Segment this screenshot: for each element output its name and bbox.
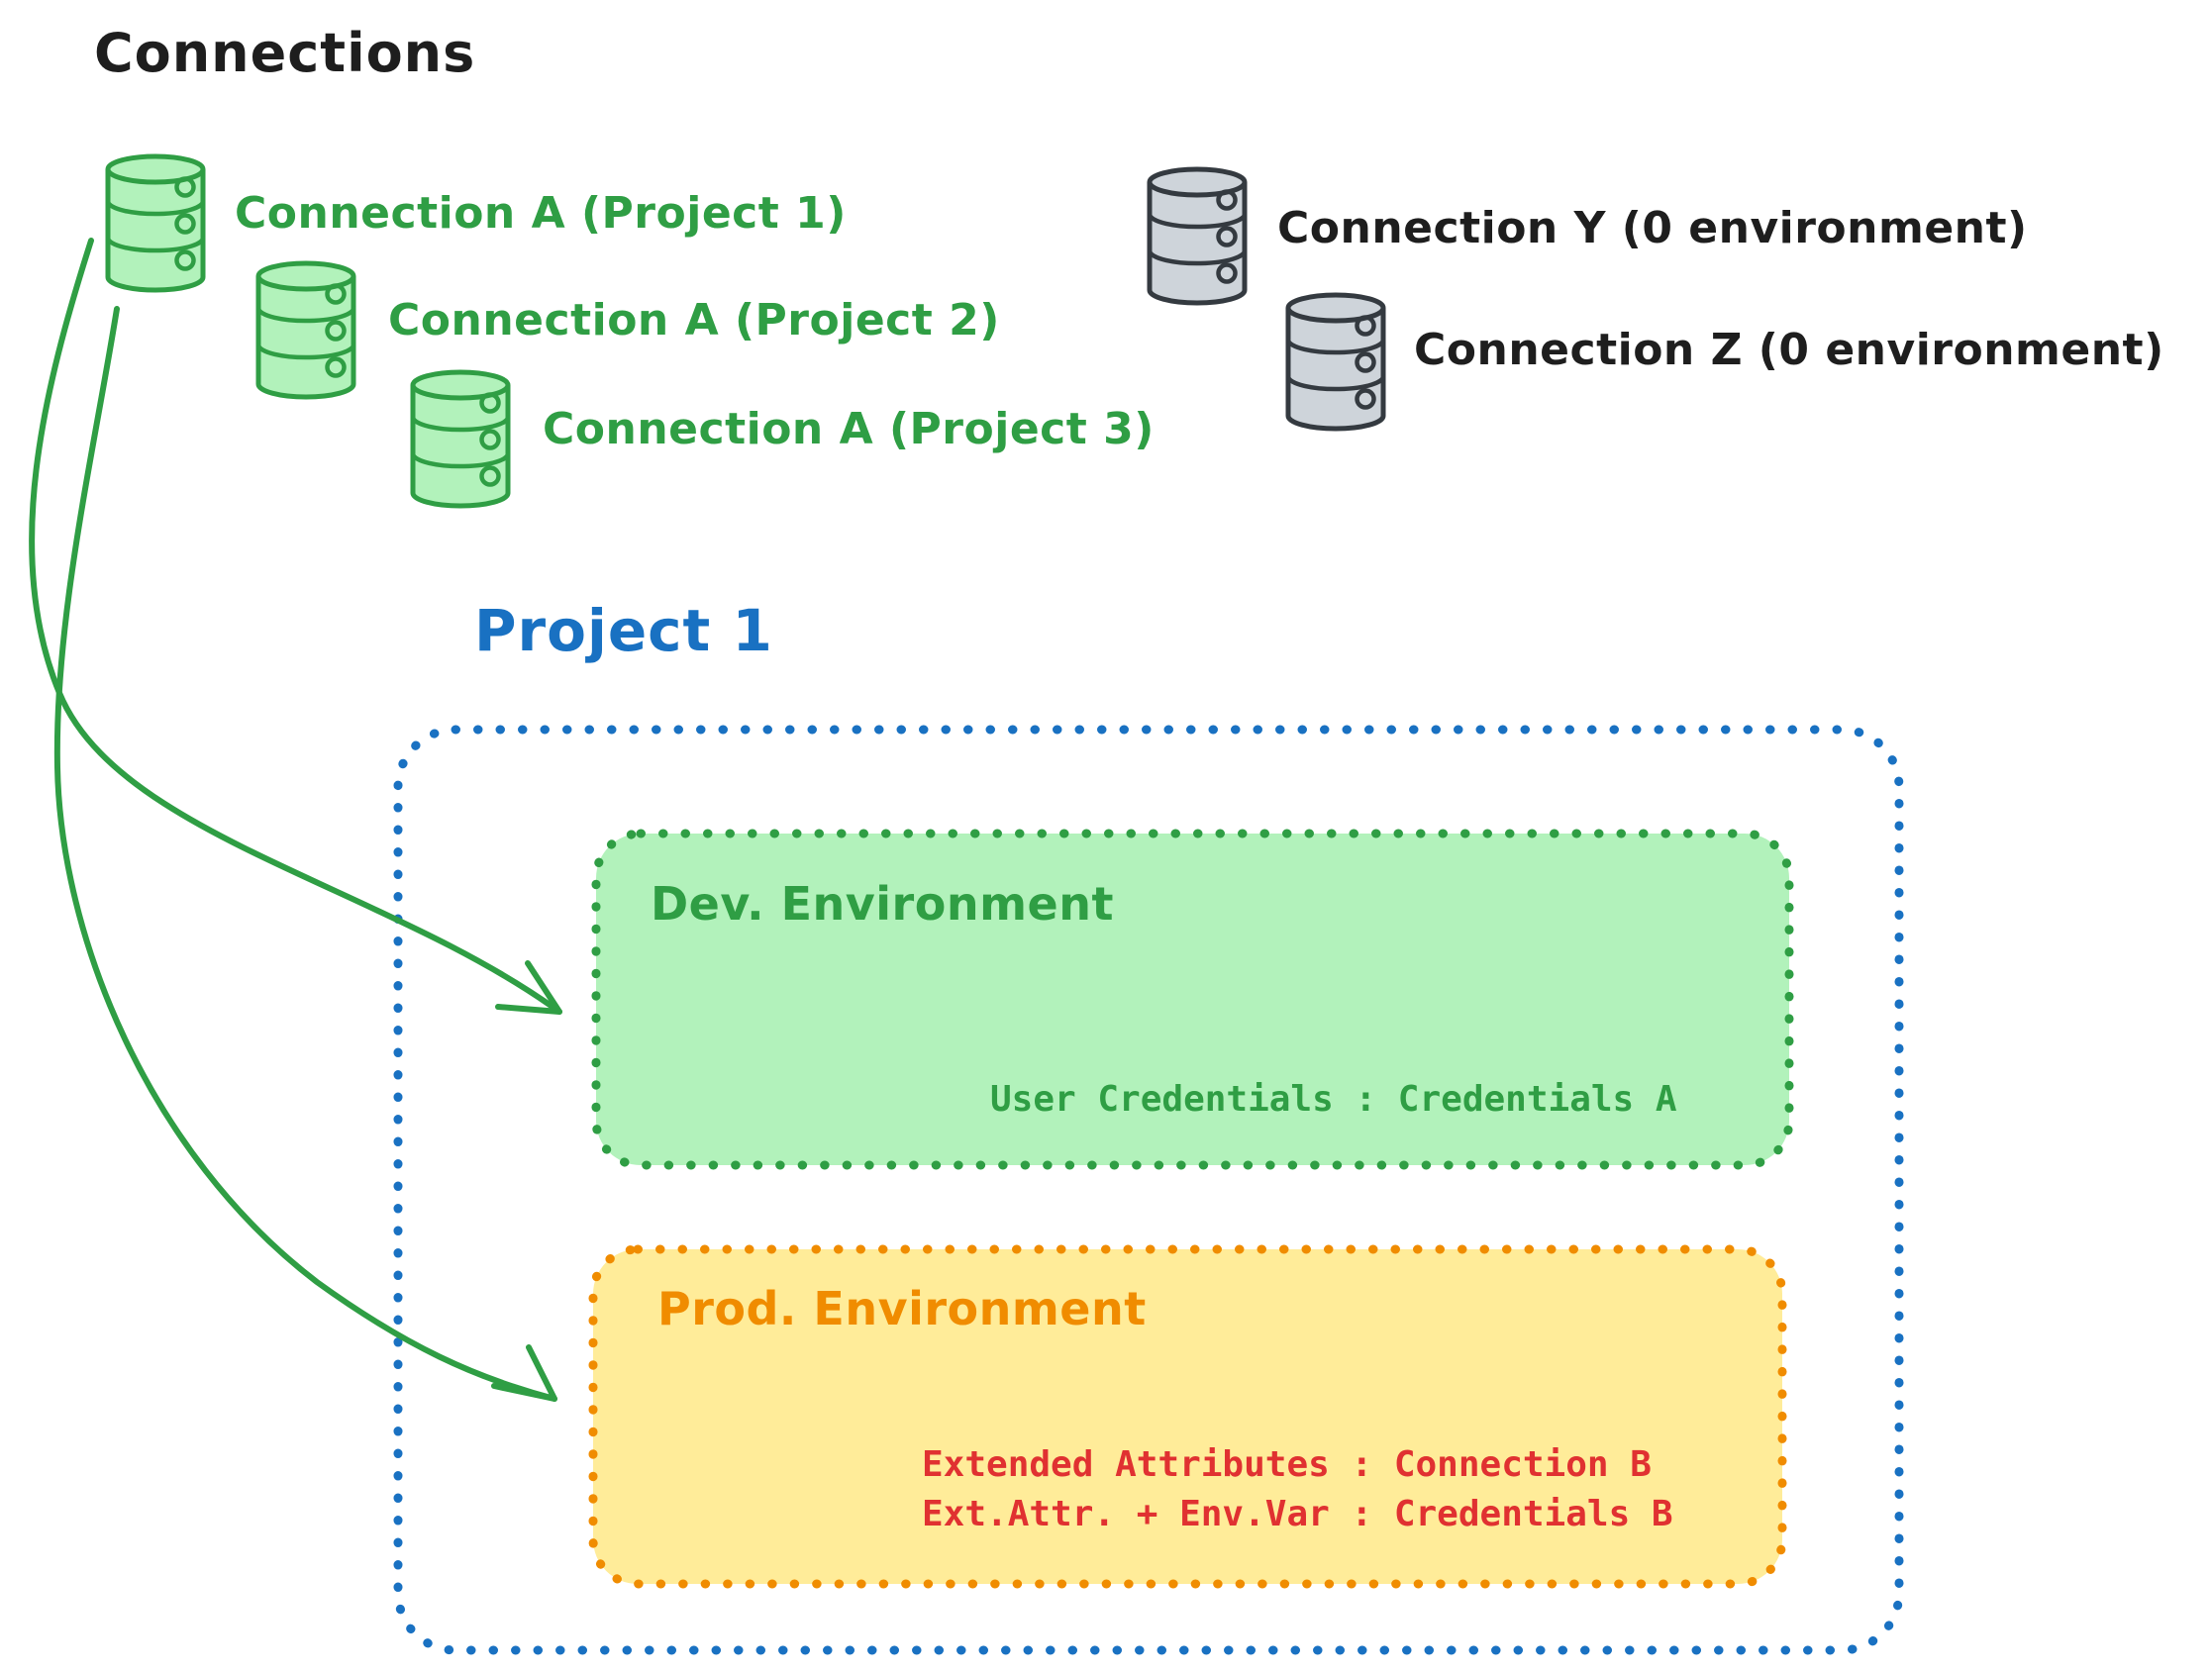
database-icon-connection-y [1141, 161, 1255, 310]
connection-z-label: Connection Z (0 environment) [1414, 325, 2164, 375]
connection-a-project-1-label: Connection A (Project 1) [235, 188, 847, 239]
dev-environment-title: Dev. Environment [651, 877, 1114, 931]
database-icon-connection-z [1279, 287, 1393, 436]
prod-credentials-text: Extended Attributes : Connection B Ext.A… [922, 1440, 1673, 1539]
arrowhead-prod [491, 1344, 557, 1402]
connection-y-label: Connection Y (0 environment) [1277, 203, 2028, 253]
page-title: Connections [94, 22, 476, 84]
connection-a-project-2-label: Connection A (Project 2) [388, 295, 1000, 345]
dev-credentials-text: User Credentials : Credentials A [990, 1079, 1677, 1120]
prod-credentials-line-2: Ext.Attr. + Env.Var : Credentials B [922, 1494, 1673, 1534]
prod-credentials-line-1: Extended Attributes : Connection B [922, 1444, 1652, 1485]
connection-a-project-3-label: Connection A (Project 3) [543, 404, 1155, 454]
project-1-boundary [393, 725, 1904, 1655]
project-1-title: Project 1 [474, 597, 773, 664]
database-icon-connection-a-p2 [250, 255, 363, 404]
arrow-to-dev-environment [29, 238, 562, 1015]
arrow-to-prod-environment [53, 306, 557, 1402]
prod-environment-box [588, 1244, 1787, 1589]
database-icon-connection-a-p1 [99, 148, 213, 297]
database-icon-connection-a-p3 [404, 364, 518, 513]
arrowhead-dev [495, 960, 562, 1015]
prod-environment-title: Prod. Environment [657, 1282, 1147, 1335]
dev-environment-box [591, 829, 1794, 1170]
